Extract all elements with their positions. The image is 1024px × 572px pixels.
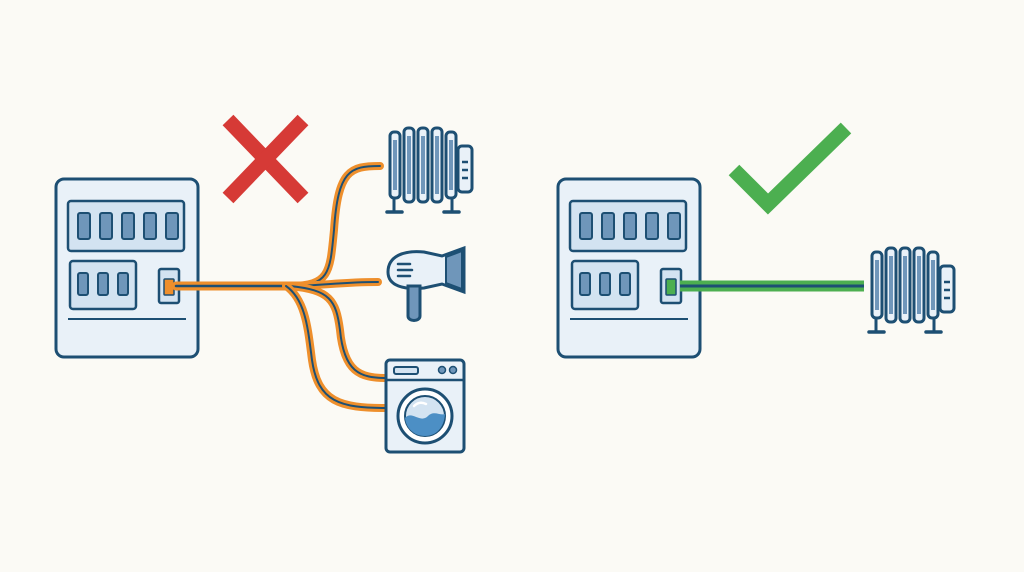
- hair-dryer-icon: [386, 245, 466, 322]
- left-breaker-panel: [54, 177, 200, 359]
- dedicated-heater-icon: [867, 246, 956, 334]
- overload-wires: [171, 162, 390, 412]
- washing-machine-icon: [384, 358, 466, 454]
- cross-mark-icon: [222, 114, 309, 204]
- check-mark-icon: [728, 122, 852, 215]
- right-breaker-panel: [556, 177, 702, 359]
- right-panel-active-breaker: [659, 267, 683, 305]
- oil-heater-icon: [385, 126, 474, 214]
